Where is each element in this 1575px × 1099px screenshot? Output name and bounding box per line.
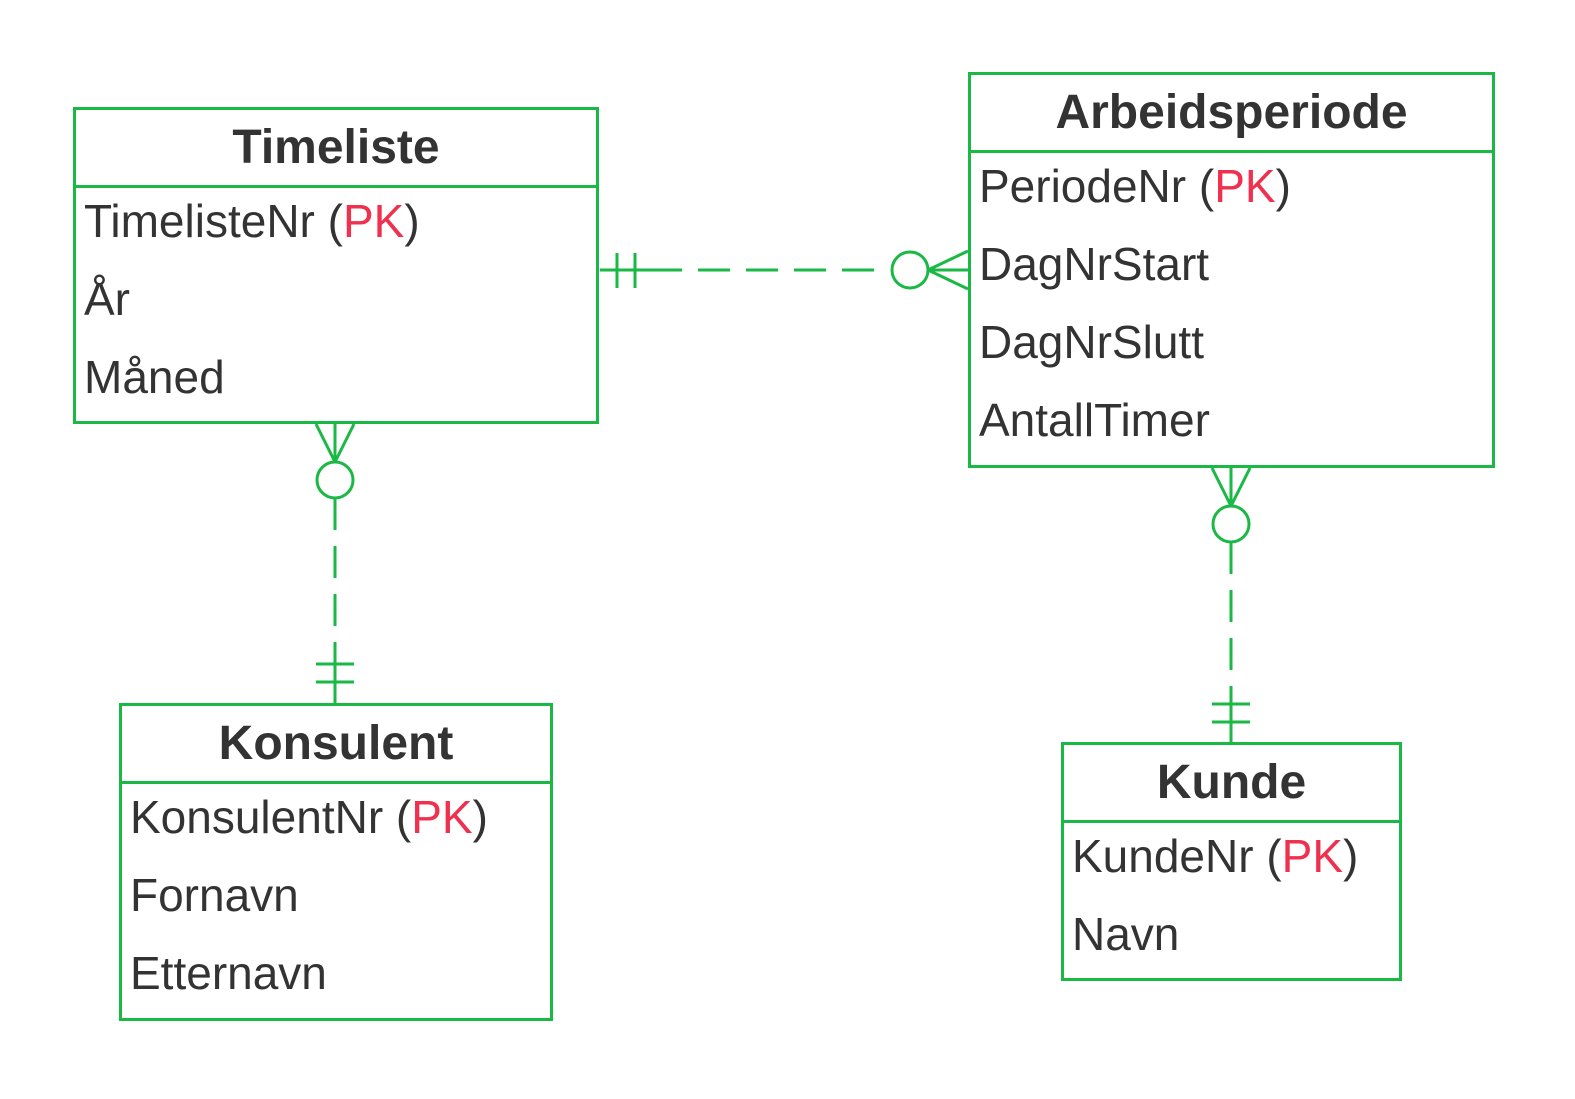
attribute-row: KonsulentNr (PK) [130,791,488,843]
attribute-list: PeriodeNr (PK) DagNrStart DagNrSlutt Ant… [971,153,1492,465]
attribute-name: PeriodeNr [979,160,1187,212]
relationship-timeliste-konsulent [314,423,356,703]
attribute-row: AntallTimer [971,387,1492,465]
attribute-name: DagNrStart [979,238,1210,290]
entity-timeliste: Timeliste TimelisteNr (PK) År Måned [73,107,599,424]
attribute-row: DagNrSlutt [971,309,1492,387]
attribute-name: Måned [84,351,225,403]
attribute-row: Etternavn [122,940,550,1018]
primary-key-badge: PK [1214,160,1276,212]
entity-title: Timeliste [76,110,596,188]
attribute-list: KundeNr (PK) Navn [1064,823,1399,979]
attribute-row: PeriodeNr (PK) [979,160,1291,212]
attribute-name: Etternavn [130,947,327,999]
primary-key-badge: PK [342,195,405,247]
attribute-row: TimelisteNr (PK) [84,195,420,247]
attribute-name: AntallTimer [979,394,1210,446]
primary-key-badge: PK [411,791,473,843]
entity-title: Konsulent [122,706,550,784]
crows-foot-many-mark [1210,467,1233,507]
crows-foot-many-mark [314,423,337,463]
zero-optional-mark [890,250,930,290]
attribute-row: KundeNr (PK) [1072,830,1359,882]
attribute-row: Fornavn [122,862,550,940]
entity-kunde: Kunde KundeNr (PK) Navn [1061,742,1402,981]
attribute-row: Navn [1064,901,1399,979]
attribute-name: KonsulentNr [130,791,384,843]
attribute-row: DagNrStart [971,231,1492,309]
attribute-name: Navn [1072,908,1180,960]
attribute-row: År [76,266,596,344]
attribute-name: År [84,273,130,325]
zero-optional-mark [315,460,355,500]
relationship-arbeidsperiode-kunde [1210,467,1252,742]
attribute-name: TimelisteNr [84,195,315,247]
attribute-name: Fornavn [130,869,299,921]
attribute-list: TimelisteNr (PK) År Måned [76,188,596,422]
entity-arbeidsperiode: Arbeidsperiode PeriodeNr (PK) DagNrStart… [968,72,1495,468]
attribute-row: Måned [76,344,596,422]
primary-key-badge: PK [1281,830,1344,882]
relationship-timeliste-arbeidsperiode [600,249,969,291]
entity-title: Kunde [1064,745,1399,823]
attribute-name: DagNrSlutt [979,316,1204,368]
crows-foot-many-mark [927,249,969,272]
entity-title: Arbeidsperiode [971,75,1492,153]
zero-optional-mark [1211,504,1251,544]
attribute-list: KonsulentNr (PK) Fornavn Etternavn [122,784,550,1018]
entity-konsulent: Konsulent KonsulentNr (PK) Fornavn Etter… [119,703,553,1021]
attribute-name: KundeNr [1072,830,1254,882]
